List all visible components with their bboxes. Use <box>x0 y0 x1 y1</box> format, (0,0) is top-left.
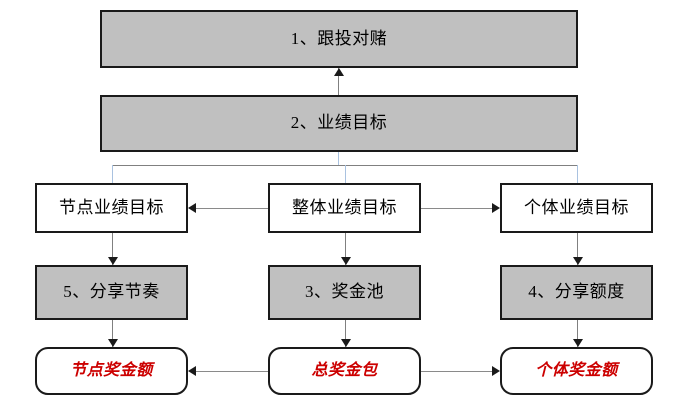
node-level-3-zhengti-yeji-mubiao[interactable]: 整体业绩目标 <box>268 183 421 233</box>
node-level-1-touzi-duidu[interactable]: 1、跟投对赌 <box>100 10 578 68</box>
connector-line-node-4-right-to-node-5-right <box>577 320 578 347</box>
connector-line-node-3-center-to-right <box>421 208 492 209</box>
connector-arrowhead-node-4-left-to-node-5-left <box>108 339 118 347</box>
node-level-3-geti-yeji-mubiao[interactable]: 个体业绩目标 <box>500 183 653 233</box>
connector-line-node-3-center-to-node-4-center <box>345 233 346 265</box>
node-level-4-jiangjin-chi[interactable]: 3、奖金池 <box>268 265 421 320</box>
node-level-4-fenxiang-jiezou[interactable]: 5、分享节奏 <box>35 265 188 320</box>
connector-line-node-4-center-to-node-5-center <box>345 320 346 347</box>
node-level-4-fenxiang-edu[interactable]: 4、分享额度 <box>500 265 653 320</box>
connector-arrowhead-node-4-center-to-node-5-center <box>341 339 351 347</box>
connector-line-n2-to-n1 <box>338 68 339 95</box>
connector-line-n2-to-branch-bus <box>338 152 339 166</box>
connector-arrowhead-node-5-center-to-right <box>492 366 500 376</box>
connector-arrowhead-node-3-right-to-node-4-right <box>573 257 583 265</box>
connector-line-branch-to-node-3-left <box>112 165 113 184</box>
connector-line-node-3-center-to-left <box>190 208 268 209</box>
connector-line-node-3-right-to-node-4-right <box>577 233 578 265</box>
node-level-5-jiedian-jiangjin-e[interactable]: 节点奖金额 <box>35 347 188 395</box>
connector-arrowhead-node-3-left-to-node-4-left <box>108 257 118 265</box>
branch-bus-horizontal <box>112 165 577 166</box>
connector-line-node-3-left-to-node-4-left <box>112 233 113 265</box>
connector-arrowhead-n2-to-n1 <box>334 68 344 76</box>
connector-arrowhead-node-3-center-to-node-4-center <box>341 257 351 265</box>
connector-line-node-4-left-to-node-5-left <box>112 320 113 347</box>
connector-line-branch-to-node-3-center <box>345 165 346 184</box>
connector-arrowhead-node-3-center-to-left <box>188 203 196 213</box>
node-level-3-jiedian-yeji-mubiao[interactable]: 节点业绩目标 <box>35 183 188 233</box>
connector-arrowhead-node-5-center-to-left <box>188 366 196 376</box>
node-level-5-zong-jiangjin-bao[interactable]: 总奖金包 <box>268 347 421 395</box>
connector-line-branch-to-node-3-right <box>577 165 578 184</box>
connector-line-node-5-center-to-right <box>421 371 492 372</box>
connector-line-node-5-center-to-left <box>190 371 268 372</box>
node-level-5-geti-jiangjin-e[interactable]: 个体奖金额 <box>500 347 653 395</box>
node-level-2-yeji-mubiao[interactable]: 2、业绩目标 <box>100 95 578 152</box>
connector-arrowhead-node-3-center-to-right <box>492 203 500 213</box>
connector-arrowhead-node-4-right-to-node-5-right <box>573 339 583 347</box>
